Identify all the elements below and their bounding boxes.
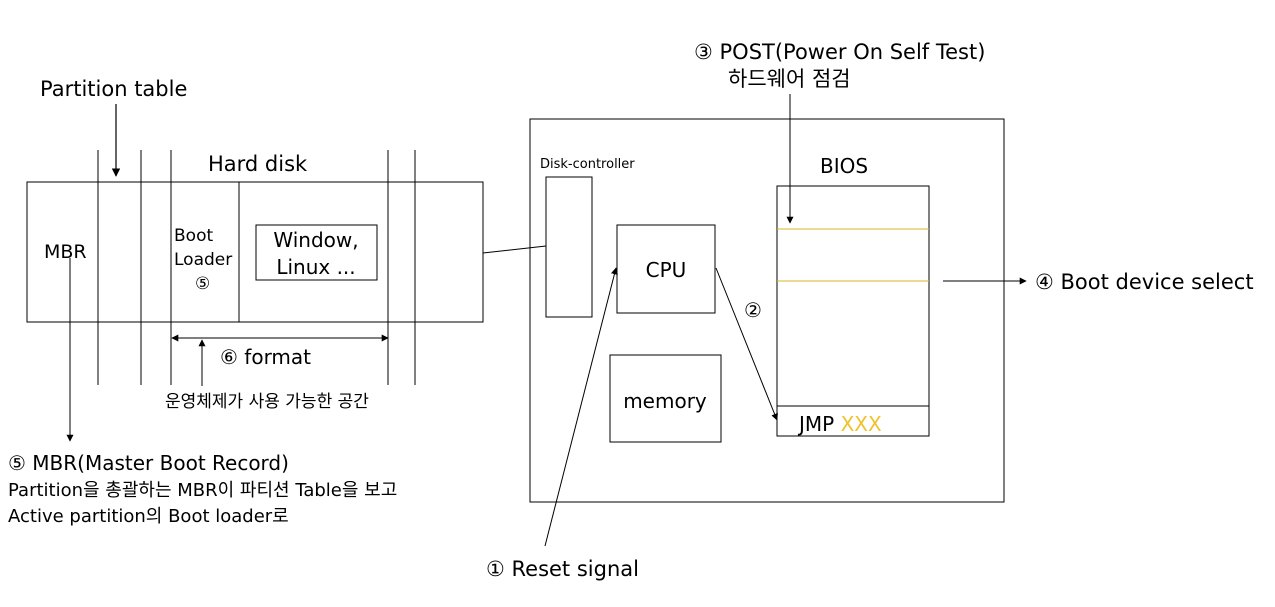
- computer-box: [529, 118, 1005, 503]
- format-label: ⑥ format: [220, 345, 311, 369]
- hard-disk-title: Hard disk: [208, 152, 308, 176]
- partition-table-label: Partition table: [40, 77, 187, 101]
- os-line2: Linux ...: [276, 255, 355, 279]
- mbr-note-line1: Partition을 총괄하는 MBR이 파티션 Table을 보고: [8, 480, 397, 501]
- memory-box: [609, 354, 722, 443]
- bios-label: BIOS: [820, 154, 868, 178]
- mbr-note-title: ⑤ MBR(Master Boot Record): [8, 451, 289, 475]
- hard-disk-box: [26, 181, 484, 323]
- boot-loader-marker: ⑤: [195, 274, 210, 294]
- mbr-label: MBR: [44, 241, 87, 263]
- reset-signal-arrow: [544, 267, 618, 547]
- post-note-line1: ③ POST(Power On Self Test): [694, 40, 985, 64]
- memory-label: memory: [623, 389, 707, 413]
- boot-device-label: ④ Boot device select: [1035, 270, 1254, 294]
- disk-cable: [482, 245, 547, 254]
- disk-controller-box: [545, 176, 593, 318]
- jmp-label: JMP: [797, 412, 834, 436]
- post-note-line2: 하드웨어 점검: [728, 67, 851, 91]
- cpu-to-bios-arrow: [715, 267, 778, 421]
- cpu-label: CPU: [646, 258, 687, 282]
- os-line1: Window,: [273, 228, 358, 252]
- step2-label: ②: [744, 298, 762, 322]
- disk-controller-label: Disk-controller: [540, 157, 635, 172]
- jmp-target: XXX: [841, 412, 882, 436]
- mbr-note-line2: Active partition의 Boot loader로: [8, 506, 289, 527]
- bios-jmp-text: JMP XXX: [797, 412, 882, 436]
- boot-loader-line2: Loader: [174, 250, 232, 270]
- bios-box: [776, 185, 930, 437]
- os-space-label: 운영체제가 사용 가능한 공간: [165, 392, 369, 412]
- reset-signal-label: ① Reset signal: [486, 557, 639, 581]
- boot-loader-line1: Boot: [174, 226, 213, 246]
- os-box: [255, 224, 378, 281]
